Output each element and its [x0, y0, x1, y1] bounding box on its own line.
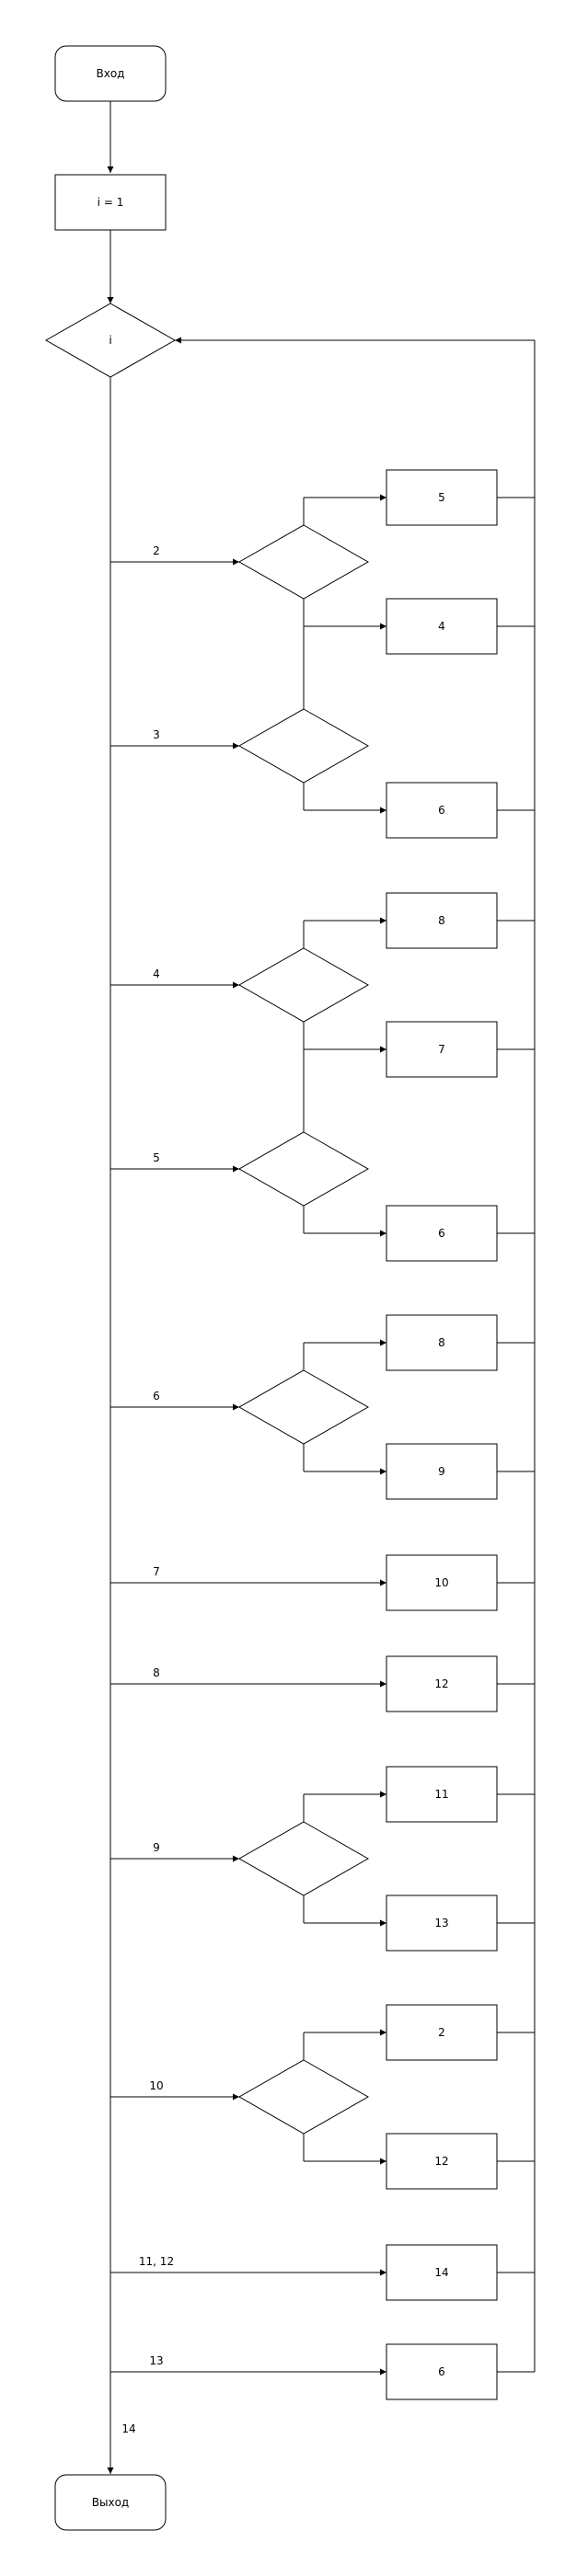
process-box-lower: 6	[386, 782, 498, 839]
decision-diamond	[237, 524, 370, 600]
case-value-label: 9	[153, 1841, 160, 1854]
selector-label: i	[109, 334, 111, 347]
process-box-rect	[386, 1554, 498, 1611]
case-branch-2: 36	[110, 708, 535, 839]
process-box-lower-label: 6	[438, 1227, 445, 1240]
case-value-label: 10	[149, 2079, 163, 2092]
process-box-lower-rect	[386, 1021, 498, 1078]
case-value-label: 5	[153, 1151, 160, 1164]
case-value-label: 8	[153, 1666, 160, 1679]
process-box-lower-rect	[386, 1205, 498, 1262]
process-box-lower: 6	[386, 1205, 498, 1262]
case-value-label: 2	[153, 544, 160, 557]
process-box-lower-label: 13	[434, 1917, 448, 1929]
case-value-label: 7	[153, 1565, 160, 1578]
process-box-rect	[386, 2244, 498, 2301]
decision-diamond	[237, 947, 370, 1023]
process-box: 10	[386, 1554, 498, 1611]
process-box-label: 12	[434, 1677, 448, 1690]
process-box-lower-label: 12	[434, 2155, 448, 2168]
case-branch-1: 2 5 4	[110, 469, 535, 655]
case-branch-4: 56	[110, 1131, 535, 1262]
case-branch-7: 8 12	[110, 1655, 535, 1712]
case-branch-9: 10 2 12	[110, 2004, 535, 2190]
case-branch-6: 7 10	[110, 1554, 535, 1611]
process-box-upper-label: 11	[434, 1788, 448, 1801]
decision-diamond	[237, 1369, 370, 1445]
process-box-lower-rect	[386, 782, 498, 839]
case-value-label: 3	[153, 728, 160, 741]
process-box-upper-label: 2	[438, 2026, 445, 2039]
case-branch-8: 9 11 13	[110, 1766, 535, 1952]
process-box-upper: 11	[386, 1766, 498, 1823]
process-box-upper-label: 5	[438, 491, 445, 504]
process-box-upper-label: 8	[438, 914, 445, 927]
init-process: i = 1	[54, 174, 167, 231]
process-box: 12	[386, 1655, 498, 1712]
process-box-upper: 8	[386, 1314, 498, 1371]
case-value-label: 4	[153, 967, 160, 980]
init-label: i = 1	[98, 196, 124, 209]
process-box-label: 14	[434, 2266, 448, 2279]
start-terminal: Вход	[54, 45, 167, 102]
process-box-lower: 9	[386, 1443, 498, 1500]
case-branch-11: 13 6	[110, 2343, 535, 2400]
process-box-upper-rect	[386, 1766, 498, 1823]
process-box: 14	[386, 2244, 498, 2301]
process-box: 6	[386, 2343, 498, 2400]
process-box-upper-rect	[386, 469, 498, 526]
process-box-lower-label: 4	[438, 620, 445, 633]
process-box-upper: 2	[386, 2004, 498, 2061]
process-box-lower-label: 7	[438, 1043, 445, 1056]
case-value-label: 11, 12	[139, 2255, 174, 2268]
decision-diamond	[237, 2059, 370, 2135]
case-branch-5: 6 8 9	[110, 1314, 535, 1500]
process-box-rect	[386, 1655, 498, 1712]
process-box-upper: 5	[386, 469, 498, 526]
process-box-upper-rect	[386, 1314, 498, 1371]
process-box-upper-rect	[386, 892, 498, 949]
process-box-lower-label: 6	[438, 804, 445, 817]
decision-diamond	[237, 1821, 370, 1896]
main-flow	[107, 101, 536, 2474]
process-box-lower: 7	[386, 1021, 498, 1078]
case-value-label: 13	[149, 2354, 163, 2367]
process-box-lower-rect	[386, 2133, 498, 2190]
case-value-label: 6	[153, 1390, 160, 1402]
process-box-lower-label: 9	[438, 1465, 445, 1478]
process-box-lower-rect	[386, 1895, 498, 1952]
process-box-label: 10	[434, 1576, 448, 1589]
process-box-label: 6	[438, 2365, 445, 2378]
end-label: Выход	[92, 2496, 129, 2509]
process-box-lower: 13	[386, 1895, 498, 1952]
process-box-lower: 4	[386, 598, 498, 655]
process-box-rect	[386, 2343, 498, 2400]
process-box-upper: 8	[386, 892, 498, 949]
start-label: Вход	[97, 67, 125, 80]
process-box-upper-label: 8	[438, 1336, 445, 1349]
case-branch-10: 11, 12 14	[110, 2244, 535, 2301]
end-terminal: Выход	[54, 2474, 167, 2531]
decision-diamond	[237, 708, 370, 784]
decision-diamond	[237, 1131, 370, 1207]
selector-decision: i	[44, 303, 177, 378]
process-box-lower: 12	[386, 2133, 498, 2190]
case-branch-3: 4 8 7	[110, 892, 535, 1078]
exit-branch-label: 14	[121, 2422, 135, 2435]
